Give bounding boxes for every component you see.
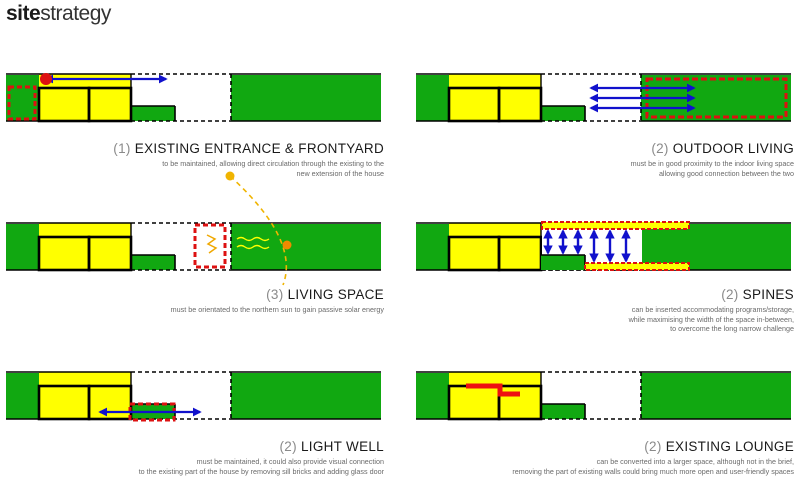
panel-1-desc-line: new extension of the house <box>296 168 384 178</box>
sun-icon-midday <box>282 240 292 250</box>
caption-panel-5: (2) LIGHT WELL must be maintained, it co… <box>139 439 384 476</box>
panel-2-desc-line: must be in good proximity to the indoor … <box>630 159 794 168</box>
panel-4-title: SPINES <box>742 287 794 302</box>
panel-3-plan <box>4 221 383 272</box>
panel-3-desc-line: must be orientated to the northern sun t… <box>170 305 384 314</box>
panel-4-desc-line: can be inserted accommodating programs/s… <box>631 305 794 314</box>
panel-3-title: LIVING SPACE <box>287 287 384 302</box>
panel-6-heading: (2) EXISTING LOUNGE <box>512 439 794 455</box>
panel-6-desc-line: removing the part of existing walls coul… <box>512 466 794 476</box>
panel-6-title: EXISTING LOUNGE <box>665 439 794 454</box>
caption-panel-1: (1) EXISTING ENTRANCE & FRONTYARD to be … <box>113 141 384 178</box>
panel-4-plan <box>414 221 793 272</box>
panel-6-desc-line: can be converted into a larger space, al… <box>596 457 794 466</box>
panel-6-desc: can be converted into a larger space, al… <box>512 457 794 476</box>
page-title: sitestrategy <box>6 2 111 26</box>
title-rest: strategy <box>40 2 111 25</box>
panel-1-title: EXISTING ENTRANCE & FRONTYARD <box>134 141 384 156</box>
panel-5-desc-line: to the existing part of the house by rem… <box>138 466 384 476</box>
panel-2-desc-line: allowing good connection between the two <box>658 168 794 178</box>
panel-5-number: (2) <box>279 439 297 454</box>
panel-4-number: (2) <box>721 287 739 302</box>
panel-5-desc-line: must be maintained, it could also provid… <box>196 457 384 466</box>
panel-6-number: (2) <box>644 439 662 454</box>
panel-5-plan <box>4 370 383 422</box>
panel-2-desc: must be in good proximity to the indoor … <box>631 159 794 178</box>
panel-3-heading: (3) LIVING SPACE <box>171 287 384 303</box>
panel-1-plan <box>4 72 383 123</box>
panel-3-number: (3) <box>266 287 284 302</box>
panel-1-desc-line: to be maintained, allowing direct circul… <box>162 159 384 168</box>
sun-icon <box>225 171 235 181</box>
panel-2-plan <box>414 72 793 123</box>
panel-4-heading: (2) SPINES <box>629 287 794 303</box>
caption-panel-4: (2) SPINES can be inserted accommodating… <box>629 287 794 334</box>
caption-panel-2: (2) OUTDOOR LIVING must be in good proxi… <box>631 141 794 178</box>
panel-4-desc-line: while maximising the width of the space … <box>628 314 794 324</box>
sun-path <box>229 175 288 286</box>
panel-1-desc: to be maintained, allowing direct circul… <box>113 159 384 178</box>
title-bold: site <box>6 2 41 25</box>
caption-panel-3: (3) LIVING SPACE must be orientated to t… <box>171 287 384 315</box>
caption-panel-6: (2) EXISTING LOUNGE can be converted int… <box>512 439 794 476</box>
panel-1-number: (1) <box>113 141 131 156</box>
panel-5-title: LIGHT WELL <box>300 439 384 454</box>
panel-3-desc: must be orientated to the northern sun t… <box>171 305 384 315</box>
panel-2-heading: (2) OUTDOOR LIVING <box>631 141 794 157</box>
panel-5-heading: (2) LIGHT WELL <box>139 439 384 455</box>
panel-6-plan <box>414 370 793 421</box>
panel-2-title: OUTDOOR LIVING <box>672 141 794 156</box>
panel-1-heading: (1) EXISTING ENTRANCE & FRONTYARD <box>113 141 384 157</box>
panel-2-number: (2) <box>651 141 669 156</box>
panel-5-desc: must be maintained, it could also provid… <box>139 457 384 476</box>
panel-4-desc-line: to overcome the long narrow challenge <box>670 324 794 333</box>
panel-4-desc: can be inserted accommodating programs/s… <box>629 305 794 334</box>
